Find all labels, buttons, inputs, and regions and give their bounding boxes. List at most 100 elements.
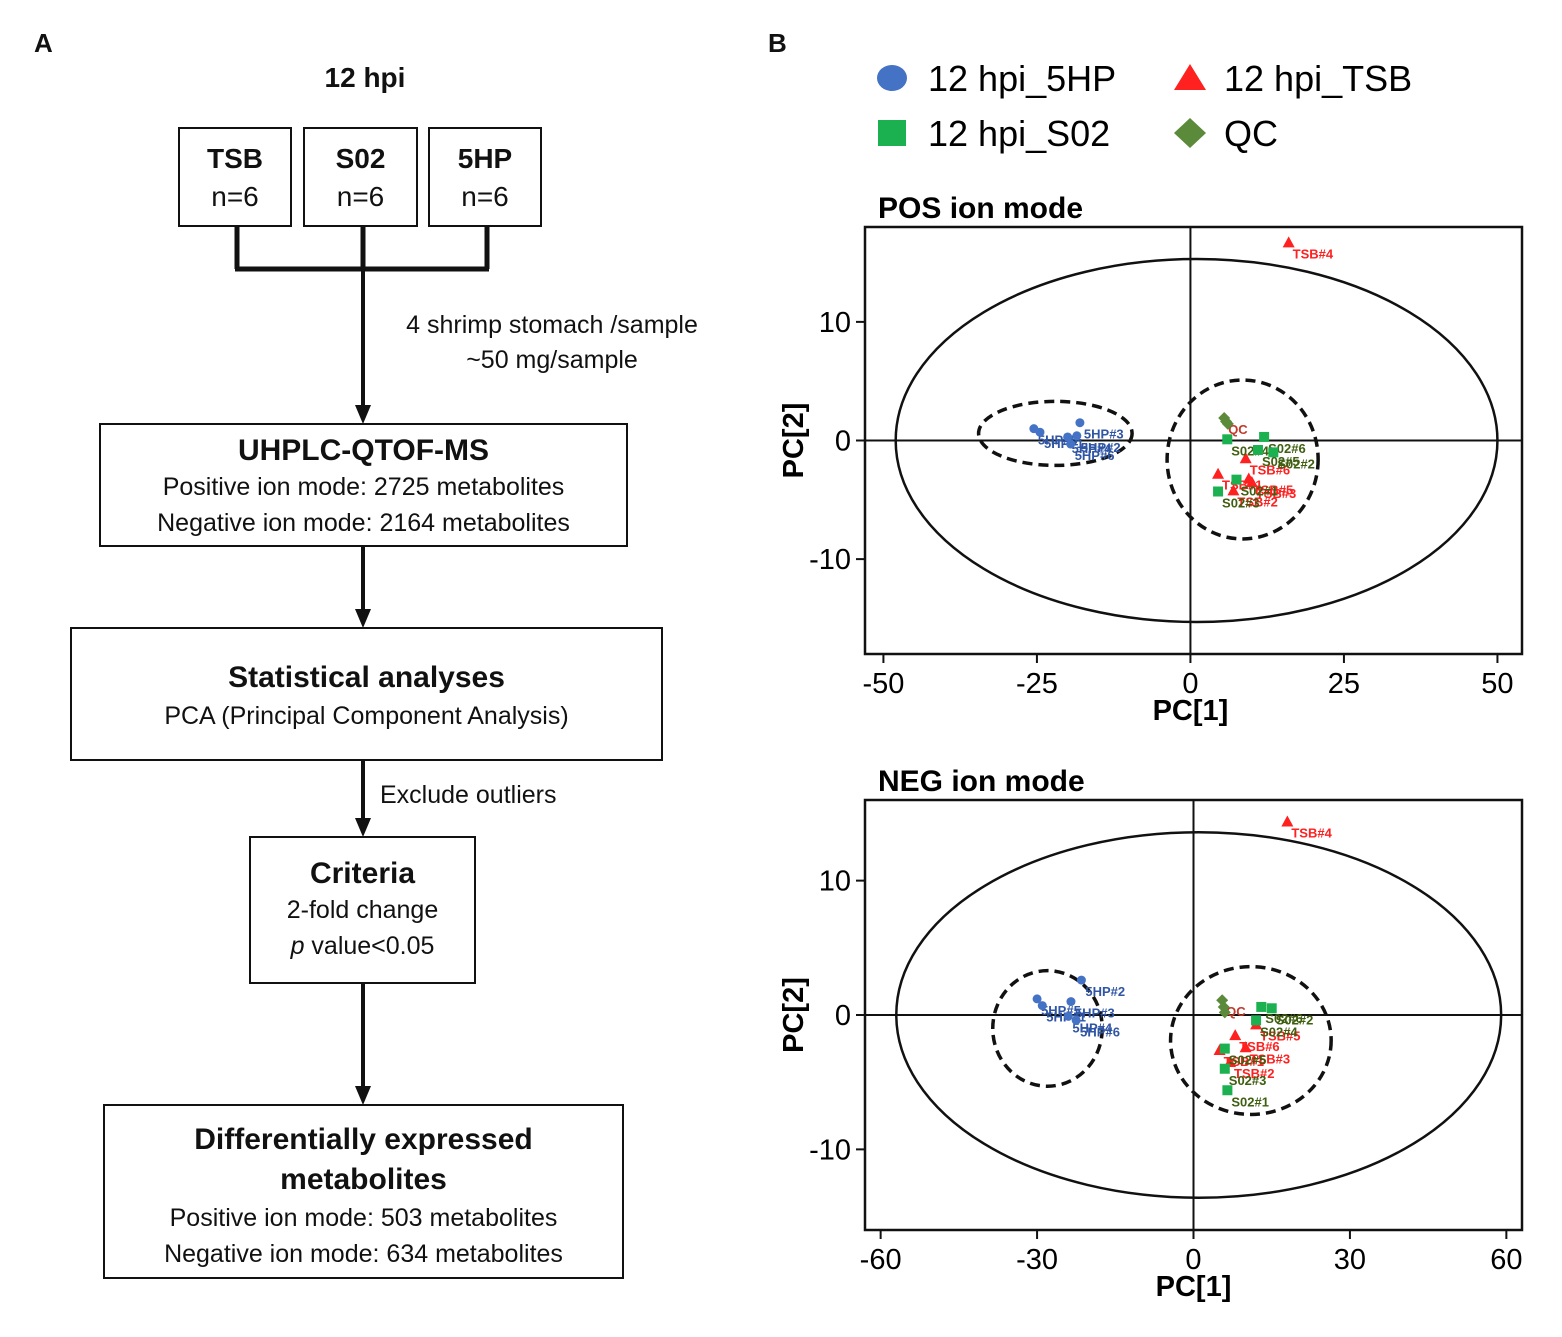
qc-point — [1221, 417, 1234, 430]
x-tick-label: 60 — [1490, 1244, 1522, 1276]
s02-point — [1259, 431, 1270, 442]
chart-title: NEG ion mode — [878, 765, 1085, 798]
5hp-point — [1035, 427, 1045, 437]
5hp-point-label: 5HP#1 — [1044, 436, 1084, 451]
sample-note-line2: ~50 mg/sample — [466, 346, 638, 374]
s02-point — [1252, 444, 1263, 455]
x-tick-label: -25 — [1016, 668, 1058, 700]
5hp-point — [1071, 1015, 1081, 1025]
dem-positive: Positive ion mode: 503 metabolites — [169, 1204, 558, 1232]
5hp-point — [1063, 1011, 1073, 1021]
group-box-tsb: TSB n=6 — [178, 127, 292, 227]
tsb-point-label: TSB#3 — [1256, 486, 1296, 501]
s02-point — [1256, 1001, 1267, 1012]
workflow-connectors — [234, 227, 490, 1105]
criteria-fold: 2-fold change — [286, 896, 439, 924]
workflow-title: 12 hpi — [324, 62, 406, 93]
5hp-point — [1066, 997, 1076, 1007]
uhplc-title: UHPLC-QTOF-MS — [237, 434, 490, 467]
cluster-ellipse — [1165, 378, 1320, 541]
legend-label: 12 hpi_5HP — [928, 58, 1116, 99]
qc-point — [1217, 1000, 1230, 1013]
y-axis-label: PC[2] — [778, 403, 810, 479]
sample-note: 4 shrimp stomach /sample ~50 mg/sample — [376, 311, 728, 375]
s02-point-label: S02#5 — [1262, 454, 1300, 469]
tsb-point-label: TSB#2 — [1237, 494, 1277, 509]
legend-item-qc: QC — [1174, 113, 1278, 154]
group-n: n=6 — [461, 181, 509, 212]
stats-box: Statistical analyses PCA (Principal Comp… — [70, 627, 663, 761]
legend-item-5hp: 12 hpi_5HP — [877, 58, 1116, 99]
s02-point — [1222, 1085, 1233, 1096]
s02-point-label: S02#1 — [1240, 484, 1278, 499]
s02-point — [1268, 447, 1279, 458]
x-tick-label: 0 — [1182, 668, 1198, 700]
uhplc-negative: Negative ion mode: 2164 metabolites — [157, 509, 570, 537]
group-box-s02: S02 n=6 — [303, 127, 418, 227]
group-box-5hp: 5HP n=6 — [428, 127, 542, 227]
cluster-ellipse — [976, 399, 1134, 468]
5hp-point — [1075, 418, 1085, 428]
s02-point-label: S02#2 — [1277, 456, 1315, 471]
5hp-point-label: 5HP#6 — [1075, 448, 1115, 463]
y-tick-label: -10 — [809, 1134, 851, 1166]
5hp-point — [1063, 432, 1073, 442]
y-axis-label: PC[2] — [778, 977, 810, 1053]
dem-title-1: Differentially expressed — [194, 1123, 533, 1156]
legend-label: 12 hpi_TSB — [1224, 58, 1412, 99]
5hp-point-label: 5HP#6 — [1080, 1024, 1120, 1039]
y-tick-label: -10 — [809, 544, 851, 576]
legend-item-s02: 12 hpi_S02 — [878, 113, 1110, 154]
s02-point-label: S02#3 — [1229, 1073, 1267, 1088]
legend-circle-icon — [877, 65, 907, 91]
s02-point — [1213, 486, 1224, 497]
criteria-pvalue: p value<0.05 — [251, 928, 474, 964]
sample-note-line1: 4 shrimp stomach /sample — [406, 311, 698, 339]
criteria-box: Criteria 2-fold change p value<0.05 — [249, 836, 476, 984]
cluster-ellipse — [991, 968, 1104, 1088]
tsb-point — [1239, 452, 1252, 464]
s02-point-label: S02#1 — [1231, 1094, 1269, 1109]
legend: 12 hpi_5HP 12 hpi_TSB 12 hpi_S02 QC — [877, 58, 1412, 154]
x-tick-label: 0 — [1185, 1244, 1201, 1276]
uhplc-box: UHPLC-QTOF-MS Positive ion mode: 2725 me… — [99, 423, 628, 547]
y-tick-label: 0 — [835, 426, 851, 458]
5hp-point-label: 5HP#2 — [1081, 440, 1121, 455]
legend-diamond-icon — [1174, 118, 1206, 148]
group-name: TSB — [207, 143, 263, 174]
legend-item-tsb: 12 hpi_TSB — [1174, 58, 1412, 99]
p-symbol: p — [290, 932, 305, 960]
x-tick-label: -30 — [1016, 1244, 1058, 1276]
tsb-point-label: TSB#6 — [1250, 462, 1290, 477]
tsb-point — [1227, 484, 1240, 496]
s02-point-label: S02#5 — [1229, 1053, 1267, 1068]
s02-point-label: S02#3 — [1222, 496, 1260, 511]
tsb-point — [1239, 1041, 1252, 1053]
dem-box: Differentially expressed metabolites Pos… — [103, 1104, 624, 1279]
s02-point — [1222, 434, 1233, 445]
tsb-point — [1282, 236, 1295, 248]
dem-negative: Negative ion mode: 634 metabolites — [164, 1240, 563, 1268]
x-axis-label: PC[1] — [1153, 695, 1229, 727]
s02-point — [1219, 1043, 1230, 1054]
5hp-point-label: 5HP#3 — [1084, 427, 1124, 442]
stats-sub: PCA (Principal Component Analysis) — [164, 702, 569, 730]
pvalue-text: value<0.05 — [304, 932, 435, 960]
x-tick-label: -50 — [862, 668, 904, 700]
tsb-point — [1229, 1029, 1242, 1041]
s02-point-label: S02#2 — [1276, 1012, 1314, 1027]
tsb-point — [1212, 467, 1225, 479]
qc-point — [1216, 994, 1229, 1007]
s02-point — [1219, 1063, 1230, 1074]
uhplc-positive: Positive ion mode: 2725 metabolites — [162, 473, 565, 501]
s02-point-label: S02#6 — [1265, 1011, 1303, 1026]
group-name: S02 — [335, 143, 386, 174]
dem-title-2: metabolites — [280, 1163, 447, 1196]
s02-point — [1266, 1003, 1277, 1014]
5hp-point — [1037, 1001, 1047, 1011]
legend-triangle-icon — [1174, 64, 1206, 90]
s02-point — [1231, 474, 1242, 485]
5hp-point-label: 5HP#4 — [1072, 1020, 1113, 1035]
